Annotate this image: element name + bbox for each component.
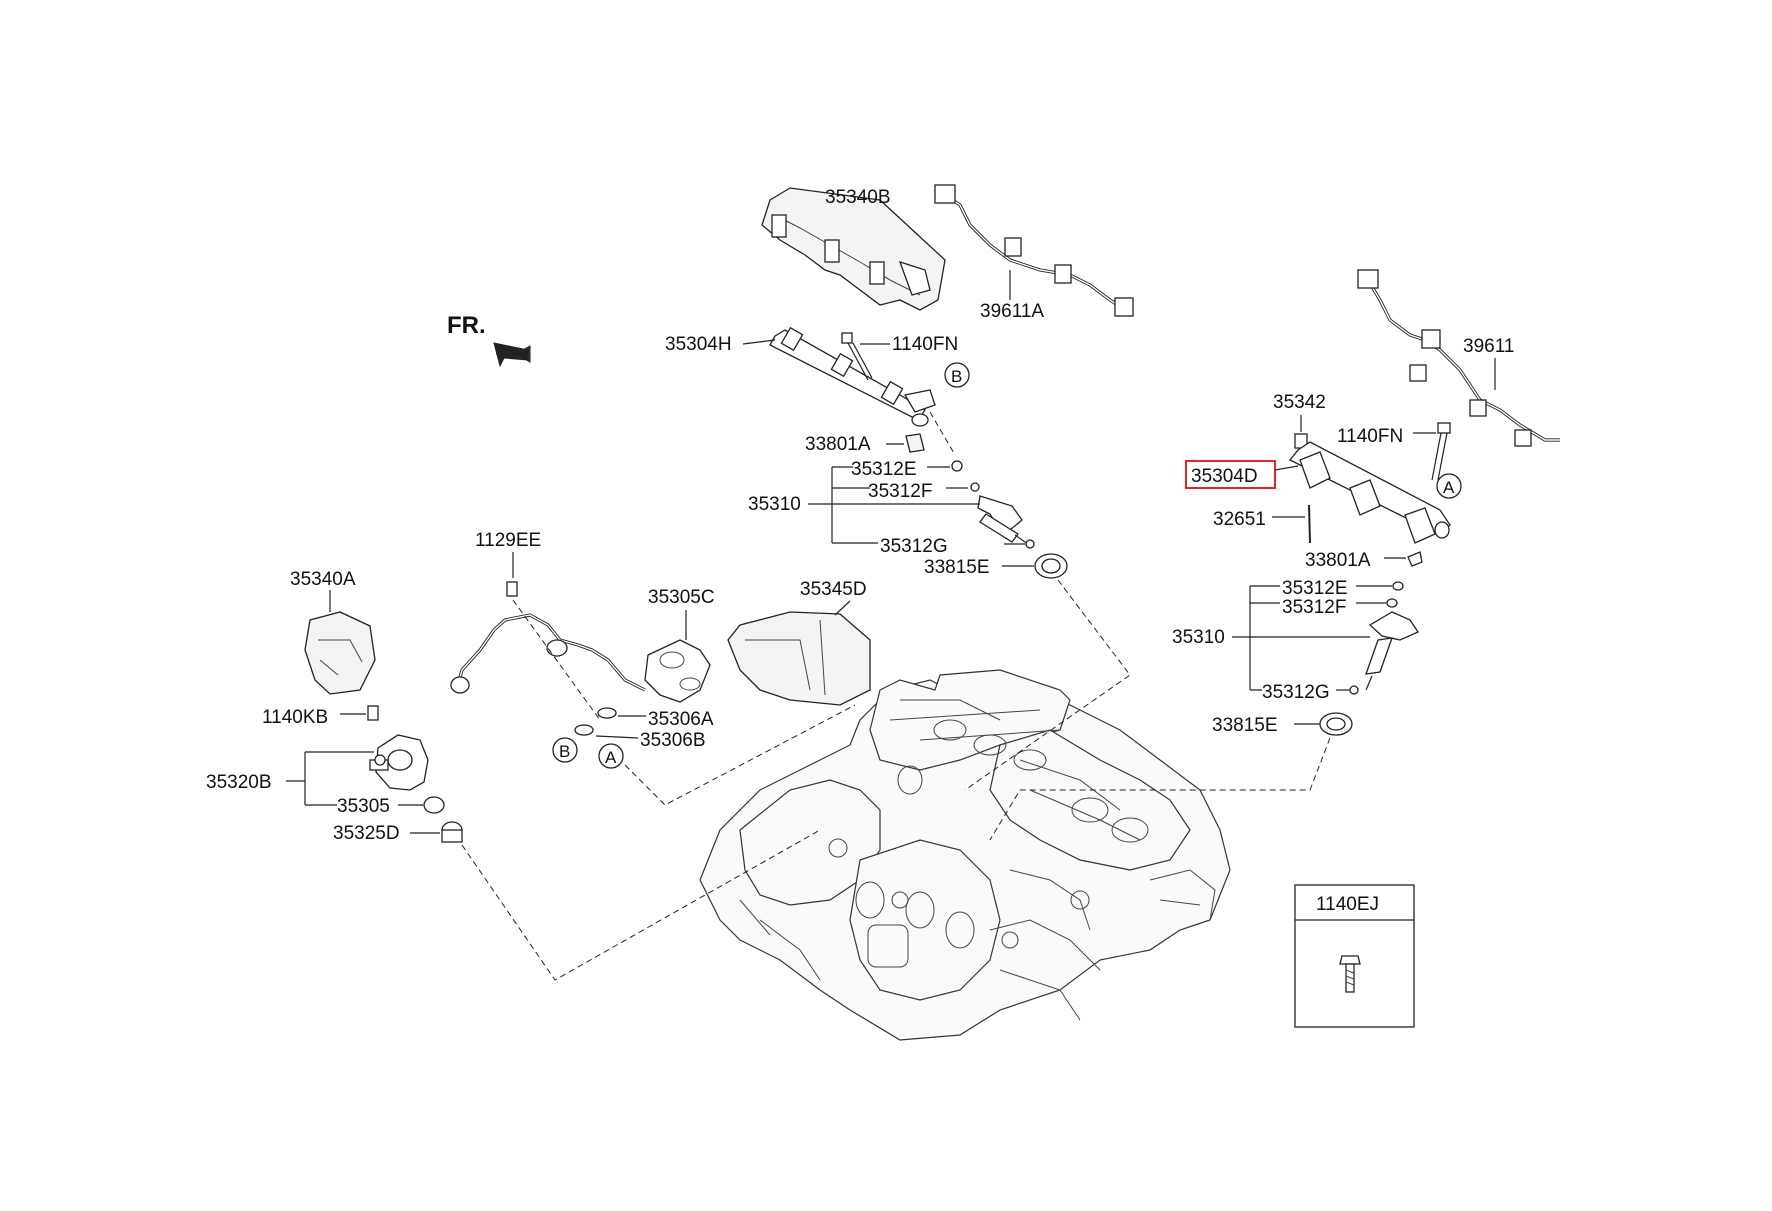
fuel-pump-35320B [369,734,429,791]
lifter-35325D [441,821,463,843]
label-35325D: 35325D [333,823,400,844]
oring-35306B [574,724,594,736]
label-35312F-right: 35312F [1282,597,1346,618]
label-1140FN-right: 1140FN [1337,426,1403,447]
callout-b-top: B [944,362,970,388]
seal-35312F-top [970,482,980,492]
label-35320B: 35320B [206,772,272,793]
engine-assembly [699,669,1231,1041]
grommet-33801A-top [905,433,925,453]
label-35305C: 35305C [648,587,715,608]
callout-a-left: A [598,743,624,769]
insulator-35345D [727,611,871,706]
label-35312F-top: 35312F [868,481,932,502]
bolt-1140KB [367,705,379,721]
washer-33815E-right [1319,712,1353,736]
label-35312E-top: 35312E [851,459,917,480]
label-35305: 35305 [337,796,390,817]
wiring-harness-39611 [1357,269,1560,447]
oring-35306A [597,707,617,719]
label-1140EJ: 1140EJ [1316,894,1379,915]
injector-35310-right [1365,611,1419,691]
label-35342: 35342 [1273,392,1326,413]
label-35310-top: 35310 [748,494,801,515]
callout-b-left-text: B [559,742,570,761]
label-35312G-right: 35312G [1262,682,1330,703]
label-1129EE: 1129EE [475,530,541,551]
label-35340B: 35340B [825,187,891,208]
label-35306B: 35306B [640,730,706,751]
fuel-rail-35304D [1288,441,1451,544]
bolt-1129EE [506,581,518,597]
oring-35312E-right [1392,581,1404,591]
seal-35312F-right [1386,598,1398,608]
label-35345D: 35345D [800,579,867,600]
label-39611A: 39611A [980,301,1044,322]
label-33815E-top: 33815E [924,557,990,578]
label-35312E-right: 35312E [1282,578,1348,599]
front-arrow-icon [493,342,531,368]
label-35310-right: 35310 [1172,627,1225,648]
label-33815E-right: 33815E [1212,715,1278,736]
label-35340A: 35340A [290,569,356,590]
bolt-1140FN-top [841,332,873,381]
oring-35312G-right [1349,685,1359,695]
pin-32651 [1308,504,1311,544]
label-1140FN-top: 1140FN [892,334,958,355]
label-1140KB: 1140KB [262,707,328,728]
oring-35312G-top [1025,539,1035,549]
oring-35312E-top [951,460,963,472]
label-33801A-right: 33801A [1305,550,1371,571]
engine-cover-35340B [761,187,946,311]
callout-b-top-text: B [951,367,962,386]
callout-a-right-text: A [1443,478,1455,497]
injector-35310-top [977,495,1029,545]
bracket-35305C [644,639,711,703]
label-39611: 39611 [1463,336,1514,357]
callout-a-left-text: A [605,748,617,767]
fuel-rail-35304H [769,326,936,427]
callout-a-right: A [1436,473,1462,499]
highlight-box-35304D [1185,460,1276,489]
label-35304D: 35304D [1191,466,1258,487]
label-33801A-top: 33801A [805,434,871,455]
label-32651: 32651 [1213,509,1266,530]
callout-b-left: B [552,737,578,763]
clip-33801A-right [1407,551,1423,567]
pump-cover-35340A [304,611,376,695]
bolt-icon [1339,955,1361,993]
oring-35305 [423,796,445,814]
label-35304H: 35304H [665,334,732,355]
label-35312G-top: 35312G [880,536,948,557]
label-35306A: 35306A [648,709,714,730]
bolt-1140FN-right [1431,422,1451,481]
wiring-harness-39611A [934,184,1134,317]
legend-box-1140EJ: 1140EJ [1294,884,1415,1028]
front-label: FR. [447,312,486,339]
washer-33815E-top [1034,553,1068,579]
